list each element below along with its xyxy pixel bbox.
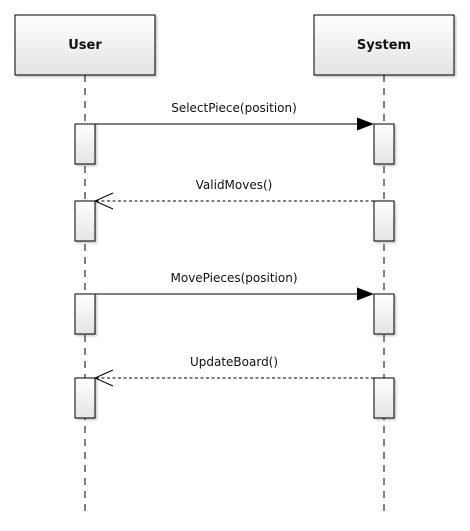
message-valid-moves[interactable]: ValidMoves() — [93, 178, 374, 210]
activation-system-2 — [373, 200, 395, 242]
participant-system-label: System — [357, 38, 411, 53]
participant-user-label: User — [68, 38, 102, 53]
activation-system-4 — [373, 377, 395, 419]
participant-user[interactable]: User — [14, 14, 156, 76]
activation-user-3 — [74, 293, 96, 335]
participant-system[interactable]: System — [313, 14, 455, 76]
activation-system-1 — [373, 123, 395, 165]
activation-user-4 — [74, 377, 96, 419]
filled-arrowhead-icon — [357, 287, 374, 301]
message-valid-moves-label: ValidMoves() — [196, 178, 273, 192]
message-select-piece-label: SelectPiece(position) — [171, 101, 297, 115]
activation-system-3 — [373, 293, 395, 335]
message-update-board[interactable]: UpdateBoard() — [93, 355, 374, 387]
participant-user-box — [14, 14, 156, 76]
activation-user-1 — [74, 123, 96, 165]
open-arrowhead-icon — [93, 192, 114, 210]
message-update-board-label: UpdateBoard() — [190, 355, 278, 369]
participant-system-box — [313, 14, 455, 76]
message-select-piece[interactable]: SelectPiece(position) — [95, 101, 374, 131]
activation-user-2 — [74, 200, 96, 242]
open-arrowhead-icon — [93, 369, 114, 387]
filled-arrowhead-icon — [357, 117, 374, 131]
message-move-pieces-label: MovePieces(position) — [171, 271, 298, 285]
message-move-pieces[interactable]: MovePieces(position) — [95, 271, 374, 301]
